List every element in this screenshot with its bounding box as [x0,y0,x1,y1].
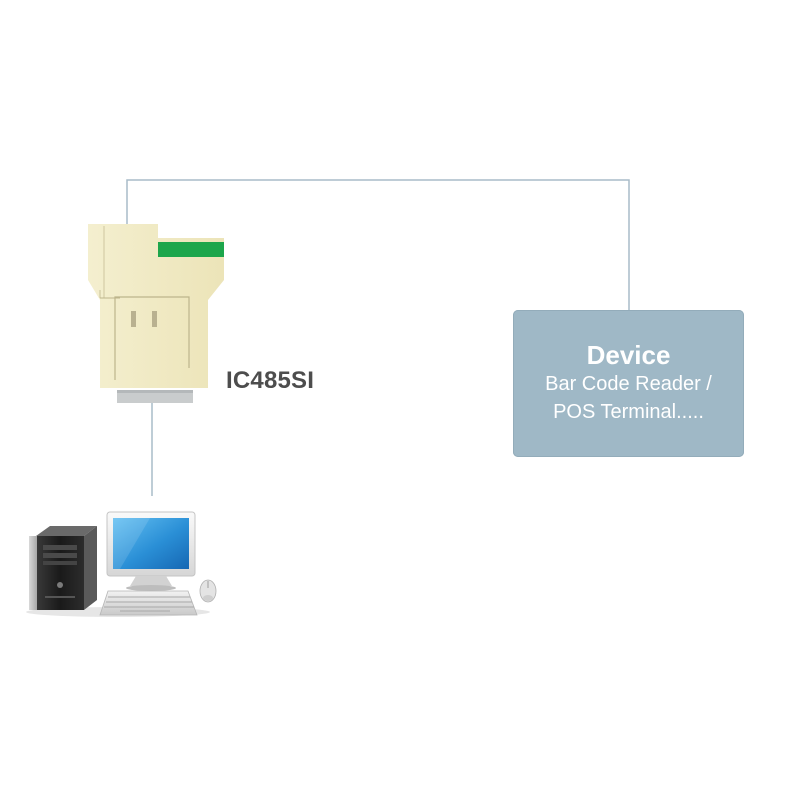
device-box: Device Bar Code Reader / POS Terminal...… [513,310,744,457]
computer-tower [29,526,97,610]
computer-monitor [106,511,196,591]
desktop-computer-icon [26,511,217,617]
adapter-slot-right [152,311,157,327]
adapter-to-device-line [126,179,630,310]
adapter-label: IC485SI [226,367,315,394]
adapter-slot-left [131,311,136,327]
device-line-1: Bar Code Reader / [545,373,712,395]
computer-mouse [199,579,217,603]
adapter-icon [88,224,224,403]
device-line-2: POS Terminal..... [553,401,704,423]
adapter-connector [117,390,193,403]
adapter-body [88,224,224,388]
connection-lines [126,179,630,496]
computer-keyboard [99,590,198,616]
adapter-accent [158,242,224,257]
device-title: Device [586,340,671,370]
